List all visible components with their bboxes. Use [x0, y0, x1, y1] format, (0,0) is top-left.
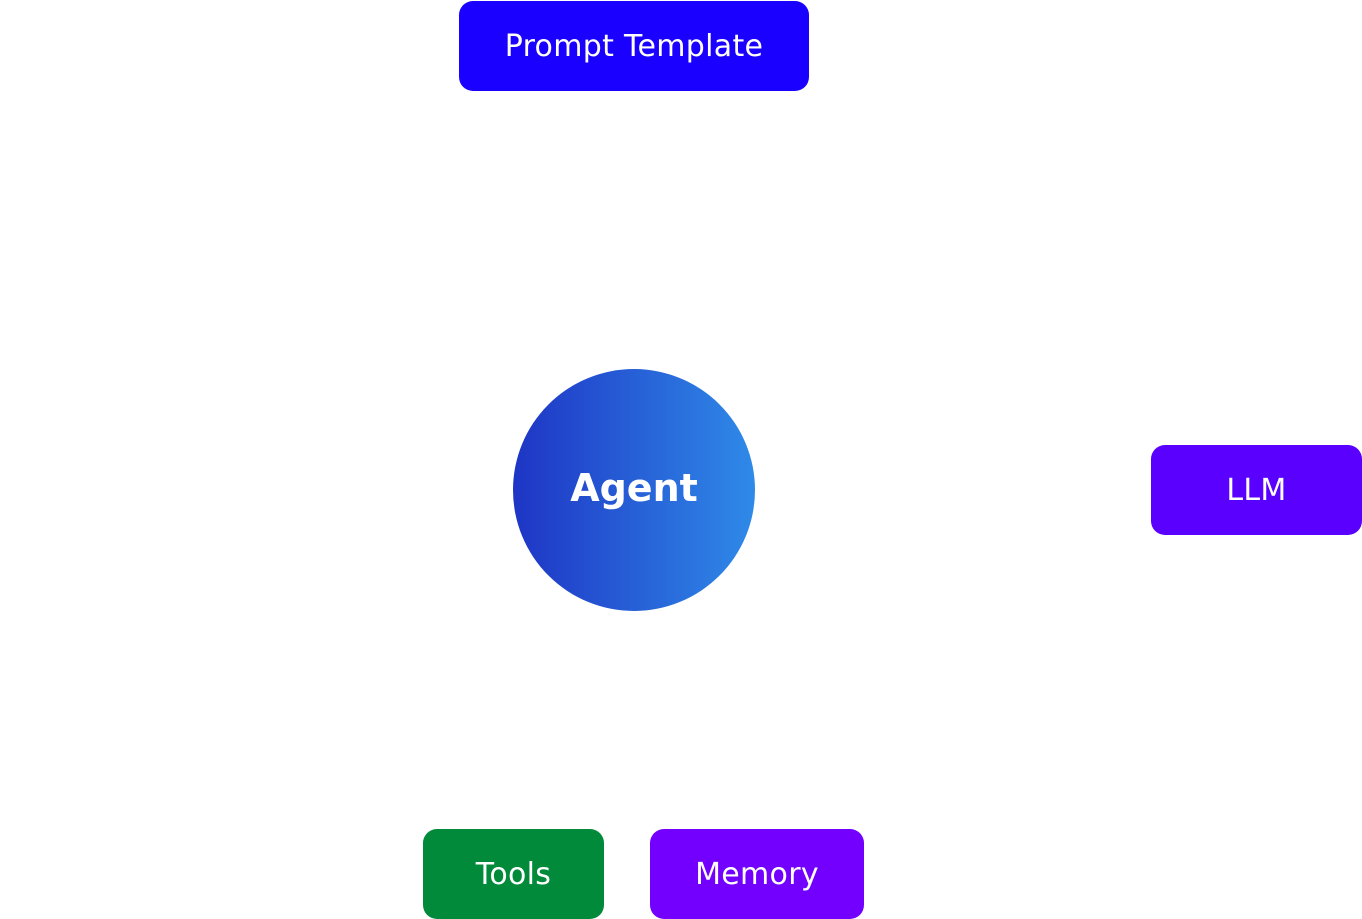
- tools-label: Tools: [475, 856, 552, 892]
- agent-node: Agent: [513, 369, 755, 611]
- prompt-template-label: Prompt Template: [504, 28, 764, 64]
- prompt-template-node: Prompt Template: [459, 1, 809, 91]
- tools-node: Tools: [423, 829, 604, 919]
- llm-node: LLM: [1151, 445, 1362, 535]
- agent-label: Agent: [570, 466, 698, 510]
- memory-node: Memory: [650, 829, 864, 919]
- memory-label: Memory: [695, 856, 819, 892]
- llm-label: LLM: [1226, 472, 1287, 508]
